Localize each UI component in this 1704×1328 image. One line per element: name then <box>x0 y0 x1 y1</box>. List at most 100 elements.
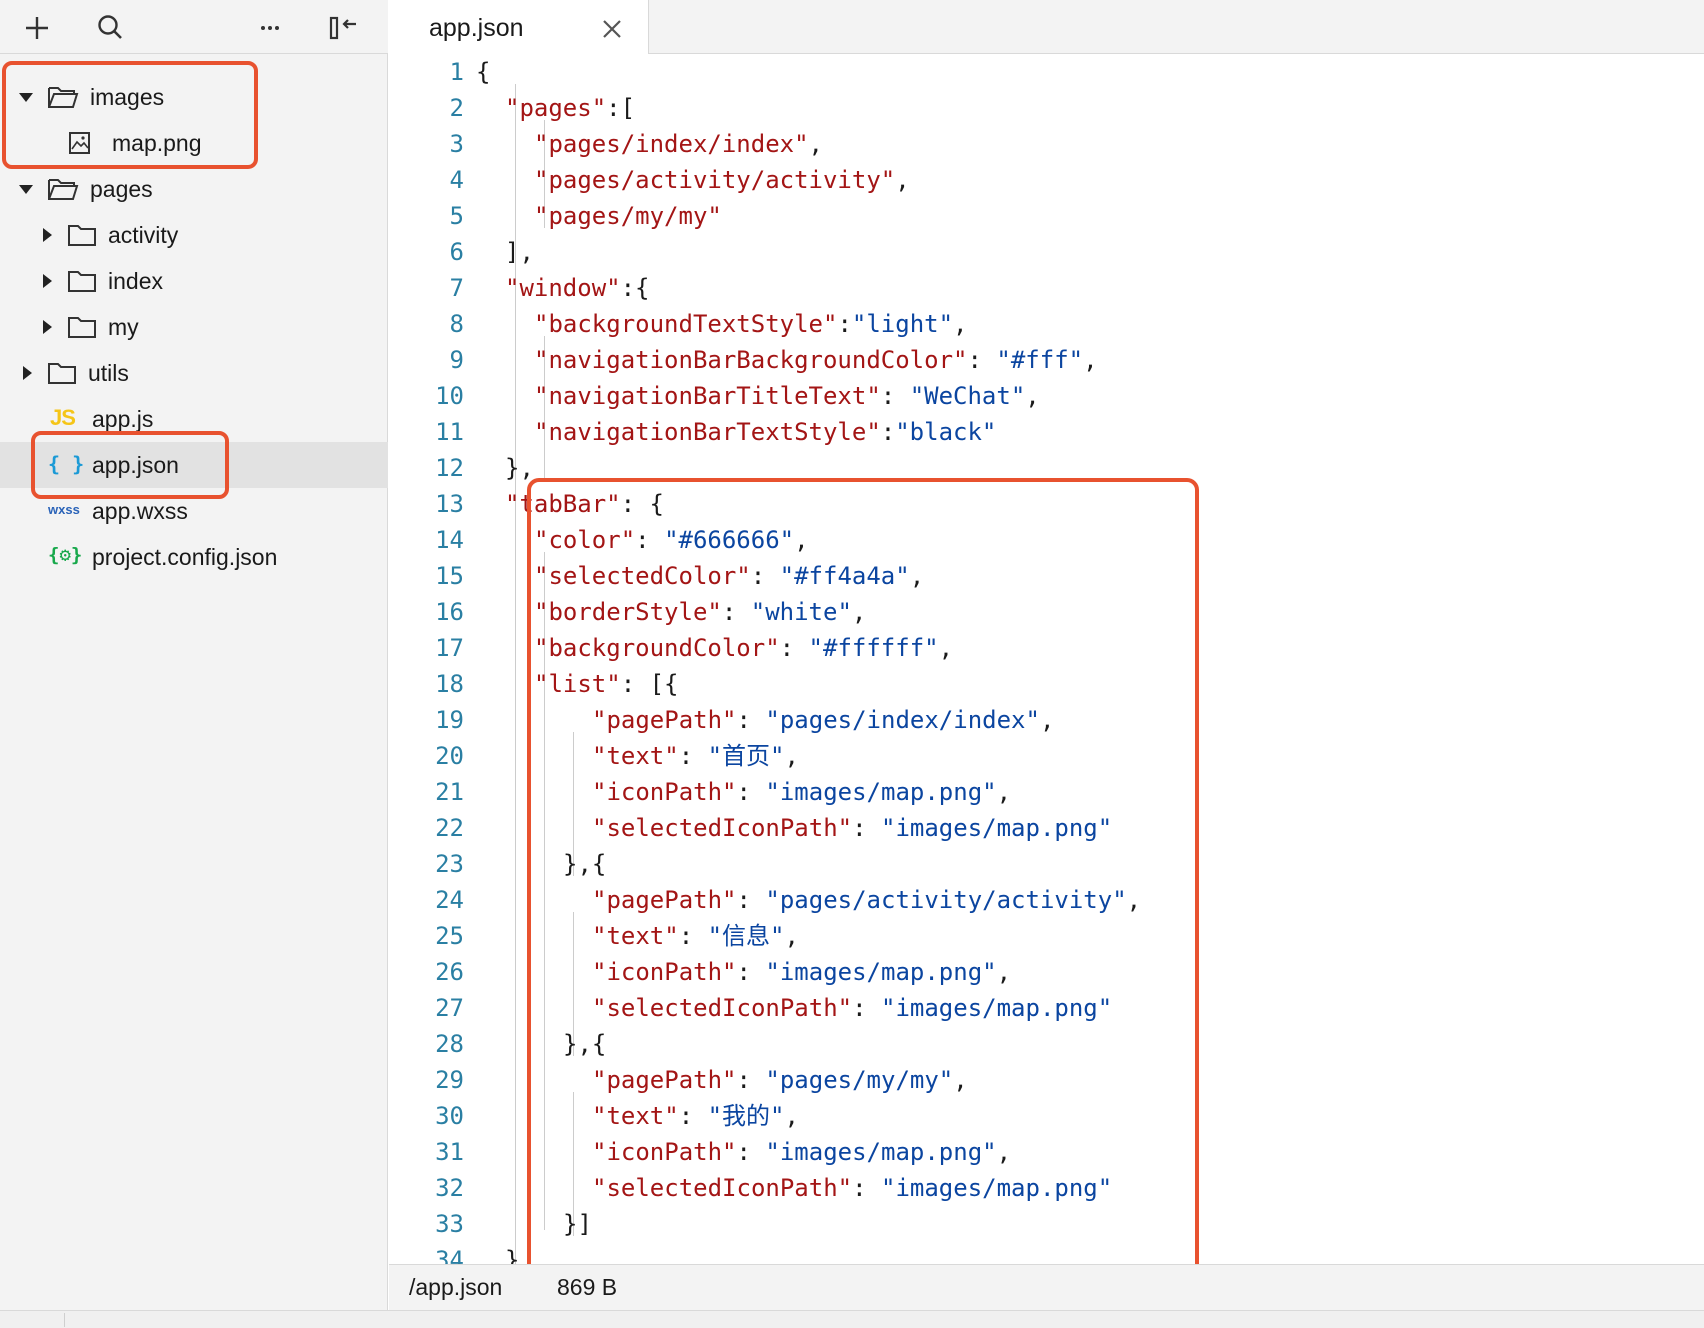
tree-file-app-js[interactable]: JS app.js <box>0 396 388 442</box>
tree-folder-images[interactable]: images <box>0 74 388 120</box>
tree-folder-utils[interactable]: utils <box>0 350 388 396</box>
tree-item-label: app.wxss <box>92 498 188 524</box>
json-punct: : <box>678 1102 708 1130</box>
line-number: 24 <box>435 886 464 914</box>
folder-open-icon <box>48 179 79 200</box>
json-punct: , <box>808 130 823 158</box>
json-punct: , <box>996 778 1012 806</box>
json-punct: : <box>852 814 881 842</box>
code-line[interactable]: 29"pagePath": "pages/my/my", <box>389 1062 1704 1098</box>
collapse-panel-icon[interactable] <box>324 8 364 46</box>
json-punct: : <box>678 742 708 770</box>
json-key: "text" <box>592 742 679 770</box>
code-text: "backgroundTextStyle":"light", <box>534 306 968 342</box>
json-punct: } <box>505 1246 520 1264</box>
code-line[interactable]: 5"pages/my/my" <box>389 198 1704 234</box>
tree-file-map-png[interactable]: map.png <box>0 120 388 166</box>
code-line[interactable]: 15"selectedColor": "#ff4a4a", <box>389 558 1704 594</box>
code-line[interactable]: 12}, <box>389 450 1704 486</box>
json-punct: }] <box>563 1210 592 1238</box>
code-line[interactable]: 23},{ <box>389 846 1704 882</box>
editor-tab-bar: app.json <box>389 0 1704 54</box>
explorer-toolbar <box>0 0 388 54</box>
code-text: "navigationBarBackgroundColor": "#fff", <box>534 342 1098 378</box>
code-line[interactable]: 27"selectedIconPath": "images/map.png" <box>389 990 1704 1026</box>
code-line[interactable]: 31"iconPath": "images/map.png", <box>389 1134 1704 1170</box>
tree-file-app-wxss[interactable]: wxss app.wxss <box>0 488 388 534</box>
code-line[interactable]: 7"window":{ <box>389 270 1704 306</box>
code-line[interactable]: 20"text": "首页", <box>389 738 1704 774</box>
chevron-down-icon[interactable] <box>18 89 34 105</box>
code-line[interactable]: 8"backgroundTextStyle":"light", <box>389 306 1704 342</box>
code-line[interactable]: 9"navigationBarBackgroundColor": "#fff", <box>389 342 1704 378</box>
code-line[interactable]: 25"text": "信息", <box>389 918 1704 954</box>
code-line[interactable]: 2"pages":[ <box>389 90 1704 126</box>
code-line[interactable]: 19"pagePath": "pages/index/index", <box>389 702 1704 738</box>
code-line[interactable]: 28},{ <box>389 1026 1704 1062</box>
line-number: 5 <box>449 202 464 230</box>
more-icon[interactable] <box>250 8 290 46</box>
json-key: "pages/activity/activity" <box>534 166 896 194</box>
json-punct: : [{ <box>620 670 679 698</box>
chevron-right-icon[interactable] <box>20 365 34 381</box>
json-key: "text" <box>592 922 679 950</box>
code-line[interactable]: 22"selectedIconPath": "images/map.png" <box>389 810 1704 846</box>
tree-item-label: app.js <box>92 406 154 432</box>
code-line[interactable]: 21"iconPath": "images/map.png", <box>389 774 1704 810</box>
code-text: "pagePath": "pages/index/index", <box>592 702 1054 738</box>
code-line[interactable]: 1{ <box>389 54 1704 90</box>
line-number: 27 <box>435 994 464 1022</box>
json-punct: : <box>750 562 780 590</box>
tree-item-label: app.json <box>92 452 179 478</box>
chevron-right-icon[interactable] <box>40 227 54 243</box>
json-string: "white" <box>750 598 852 626</box>
tree-folder-activity[interactable]: activity <box>0 212 388 258</box>
tree-item-label: map.png <box>112 130 202 156</box>
json-key: "navigationBarBackgroundColor" <box>534 346 968 374</box>
tab-app-json[interactable]: app.json <box>389 0 649 54</box>
chevron-down-icon[interactable] <box>18 181 34 197</box>
tree-folder-index[interactable]: index <box>0 258 388 304</box>
code-line[interactable]: 34} <box>389 1242 1704 1264</box>
code-line[interactable]: 6], <box>389 234 1704 270</box>
json-punct: : <box>736 886 766 914</box>
code-line[interactable]: 33}] <box>389 1206 1704 1242</box>
code-line[interactable]: 30"text": "我的", <box>389 1098 1704 1134</box>
json-punct: : <box>736 1066 766 1094</box>
json-key: "tabBar" <box>505 490 621 518</box>
code-line[interactable]: 24"pagePath": "pages/activity/activity", <box>389 882 1704 918</box>
chevron-right-icon[interactable] <box>40 273 54 289</box>
line-number: 10 <box>435 382 464 410</box>
code-line[interactable]: 3"pages/index/index", <box>389 126 1704 162</box>
code-line[interactable]: 32"selectedIconPath": "images/map.png" <box>389 1170 1704 1206</box>
code-line[interactable]: 17"backgroundColor": "#ffffff", <box>389 630 1704 666</box>
status-file-path: /app.json <box>409 1274 503 1300</box>
json-string: "black" <box>895 418 997 446</box>
tree-file-project-config[interactable]: {⚙} project.config.json <box>0 534 388 580</box>
tree-folder-pages[interactable]: pages <box>0 166 388 212</box>
file-explorer: images map.png pages activity index my u… <box>0 0 388 1310</box>
search-icon[interactable] <box>90 8 130 46</box>
code-text: "text": "首页", <box>592 738 799 774</box>
code-line[interactable]: 13"tabBar": { <box>389 486 1704 522</box>
line-number: 31 <box>435 1138 464 1166</box>
code-text: "selectedIconPath": "images/map.png" <box>592 1170 1112 1206</box>
code-line[interactable]: 14"color": "#666666", <box>389 522 1704 558</box>
code-line[interactable]: 26"iconPath": "images/map.png", <box>389 954 1704 990</box>
code-line[interactable]: 16"borderStyle": "white", <box>389 594 1704 630</box>
line-number: 15 <box>435 562 464 590</box>
indent-guide <box>573 732 574 876</box>
json-string: "light" <box>851 310 954 338</box>
close-icon[interactable] <box>601 18 623 40</box>
code-line[interactable]: 18"list": [{ <box>389 666 1704 702</box>
wxss-file-icon: wxss <box>48 502 80 517</box>
code-line[interactable]: 4"pages/activity/activity", <box>389 162 1704 198</box>
line-number: 23 <box>435 850 464 878</box>
tree-folder-my[interactable]: my <box>0 304 388 350</box>
code-line[interactable]: 11"navigationBarTextStyle":"black" <box>389 414 1704 450</box>
chevron-right-icon[interactable] <box>40 319 54 335</box>
code-editor[interactable]: 1{2"pages":[3"pages/index/index",4"pages… <box>389 54 1704 1264</box>
plus-icon[interactable] <box>17 8 57 46</box>
tree-file-app-json[interactable]: { } app.json <box>0 442 388 488</box>
code-line[interactable]: 10"navigationBarTitleText": "WeChat", <box>389 378 1704 414</box>
